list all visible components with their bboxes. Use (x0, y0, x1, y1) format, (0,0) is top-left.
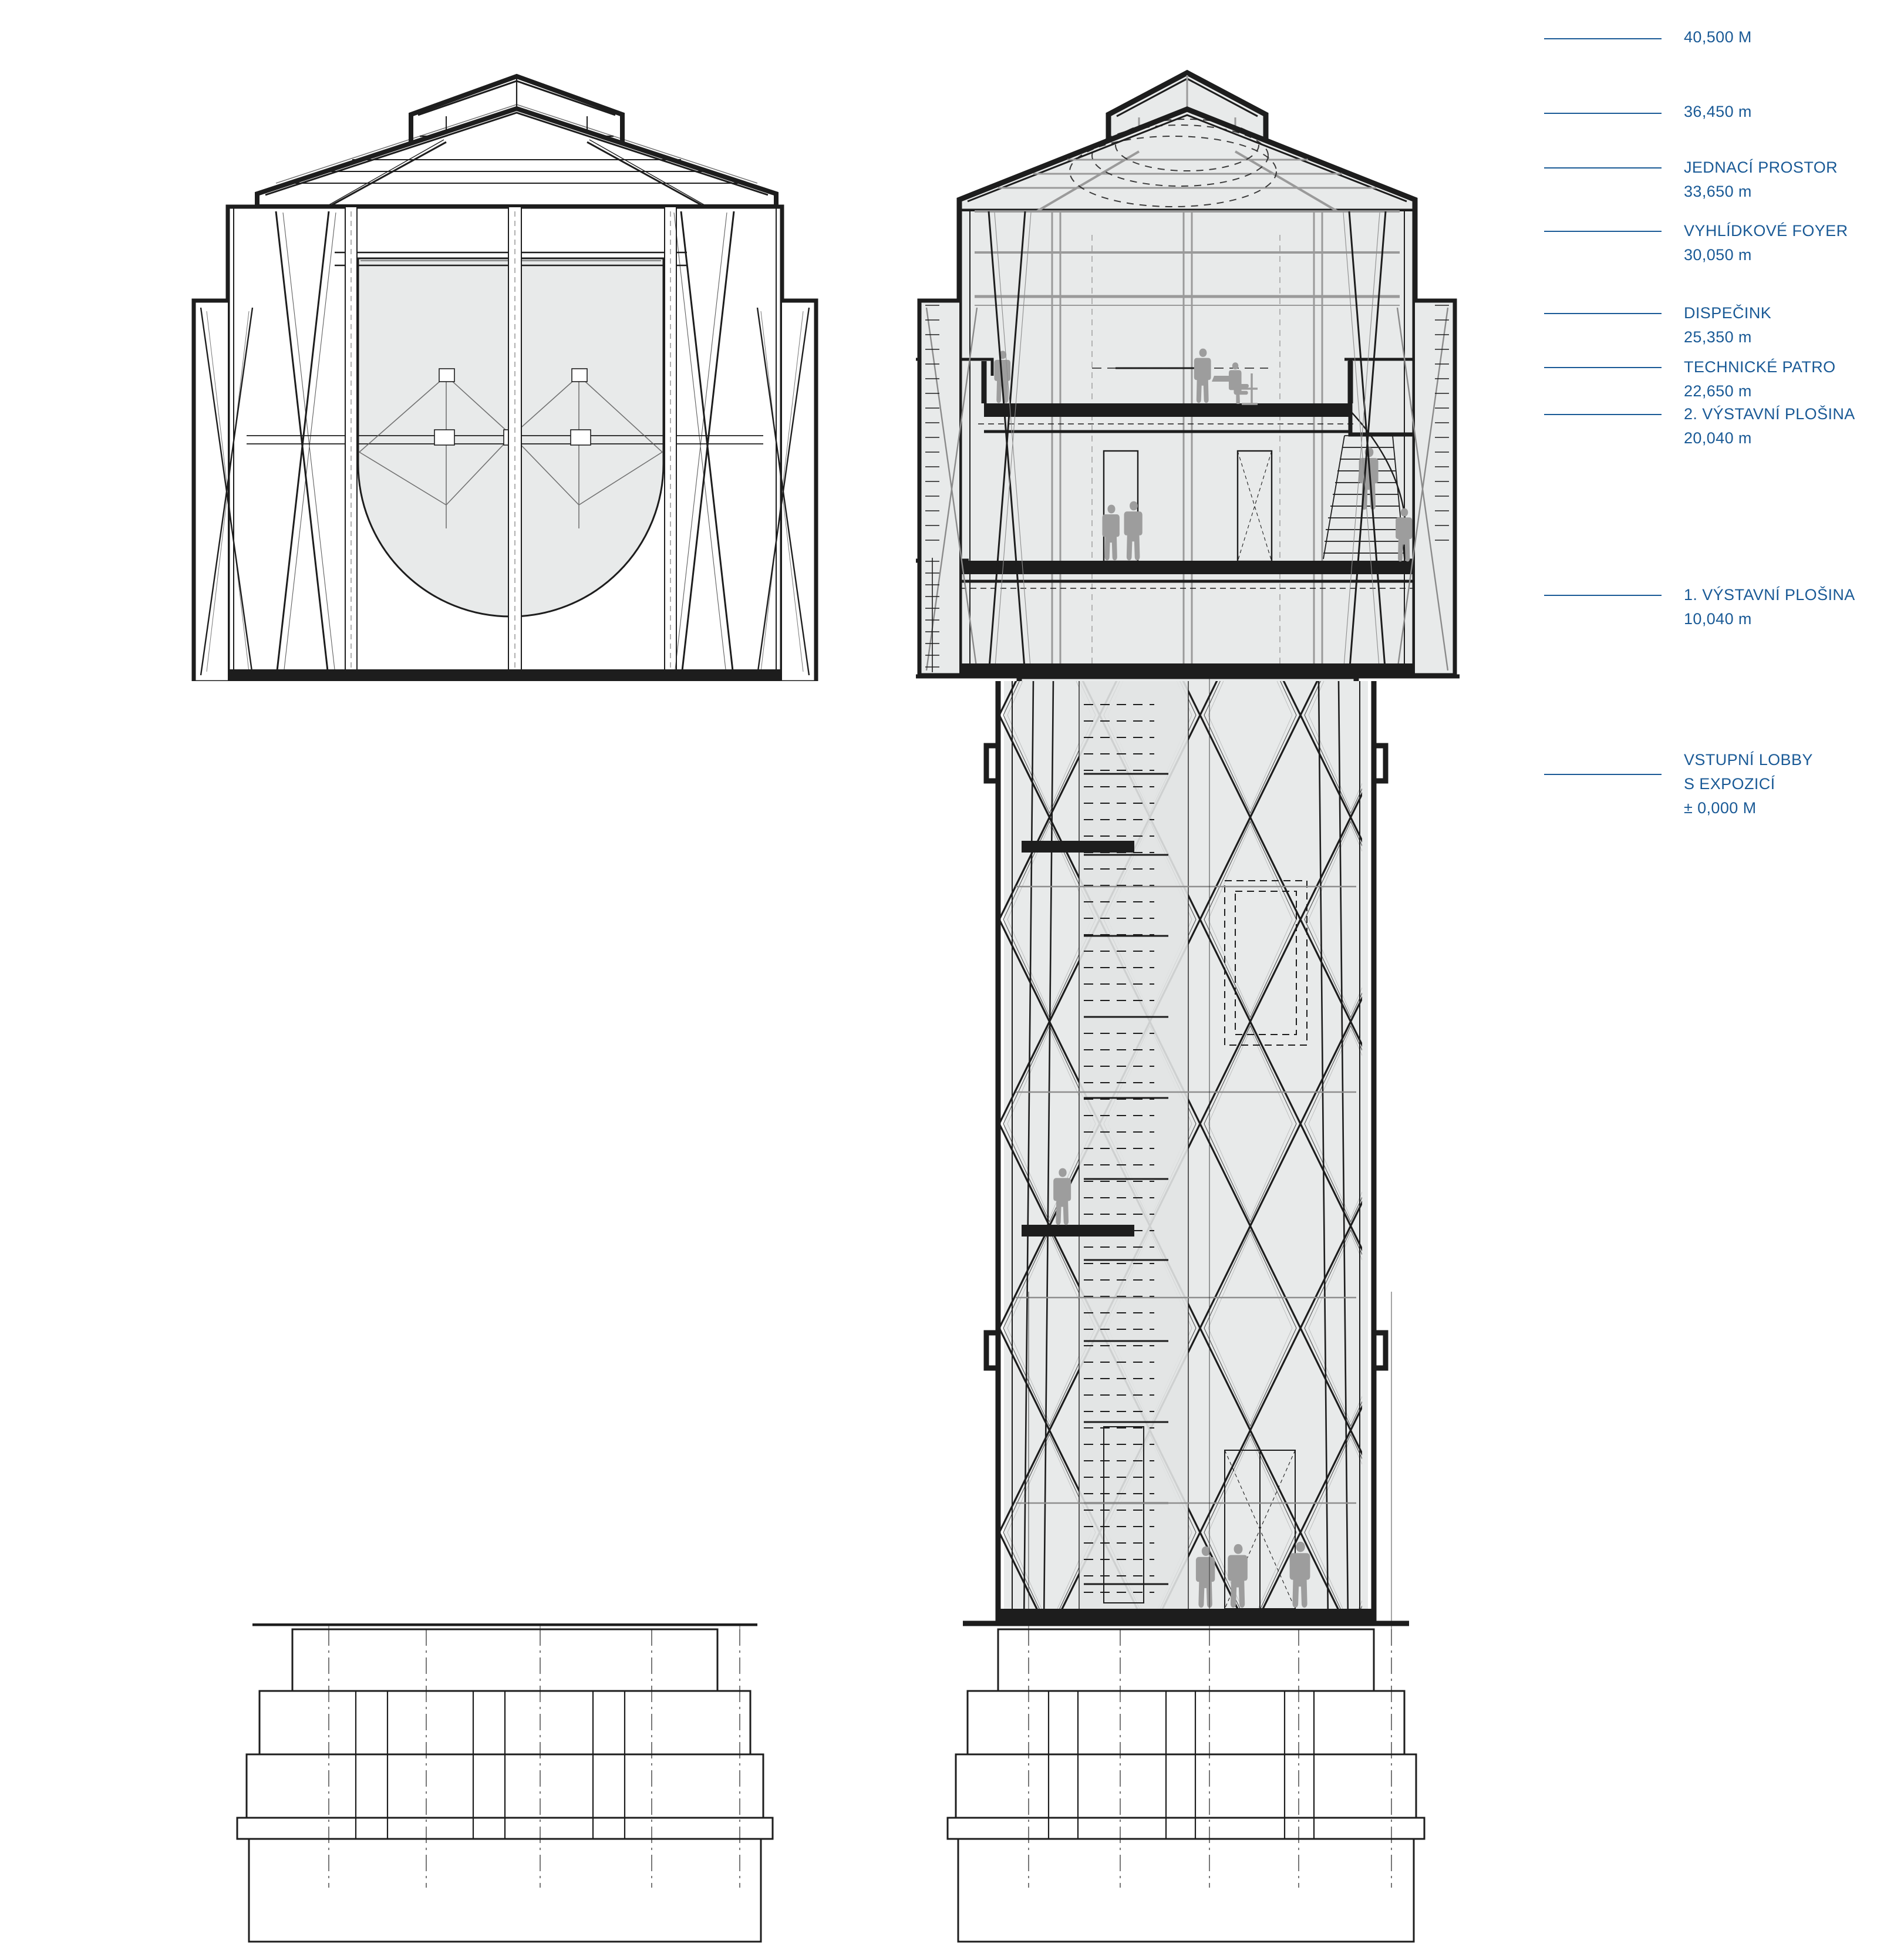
right-section-interior (0, 69, 1904, 1943)
foundation-right (946, 675, 1426, 1943)
tower-shaft-right (0, 680, 1904, 1624)
floor-slab-meeting (916, 358, 1450, 437)
floor-slab-foyer (916, 558, 1455, 589)
foundation-left (236, 687, 774, 1943)
tank-house-envelope (191, 73, 818, 693)
